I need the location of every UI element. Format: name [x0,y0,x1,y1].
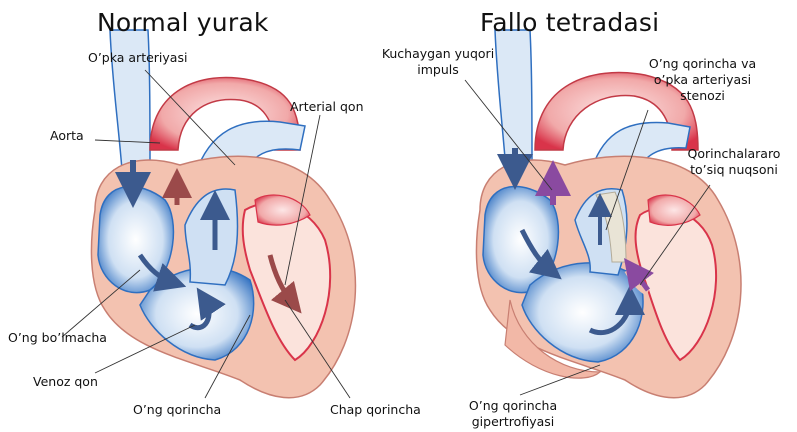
label-rv-hypertrophy-line2: gipertrofiyasi [458,414,568,430]
label-right-atrium: O’ng bo’lmacha [8,330,107,346]
label-overriding-aorta: Kuchaygan yuqori impuls [378,46,498,78]
label-rv-hypertrophy: O’ng qorincha gipertrofiyasi [458,398,568,430]
normal-heart [91,30,355,398]
label-right-ventricle: O’ng qorincha [133,402,221,418]
label-vsd-line2: to’siq nuqsoni [678,162,790,178]
label-vsd: Qorinchalararo to’siq nuqsoni [678,146,790,178]
label-arterial-blood: Arterial qon [290,99,364,115]
label-stenosis-line2: o’pka arteriyasi [640,72,765,88]
label-stenosis-line3: stenozi [640,88,765,104]
label-aorta: Aorta [50,128,84,144]
title-fallot: Fallo tetradasi [480,8,659,37]
label-venous-blood: Venoz qon [33,374,98,390]
label-pulmonary-artery: O’pka arteriyasi [88,50,187,66]
title-normal-heart: Normal yurak [97,8,269,37]
label-stenosis: O’ng qorincha va o’pka arteriyasi stenoz… [640,56,765,104]
label-left-ventricle: Chap qorincha [330,402,421,418]
label-vsd-line1: Qorinchalararo [678,146,790,162]
label-stenosis-line1: O’ng qorincha va [640,56,765,72]
label-rv-hypertrophy-line1: O’ng qorincha [458,398,568,414]
label-overriding-aorta-line1: Kuchaygan yuqori [378,46,498,62]
label-overriding-aorta-line2: impuls [378,62,498,78]
